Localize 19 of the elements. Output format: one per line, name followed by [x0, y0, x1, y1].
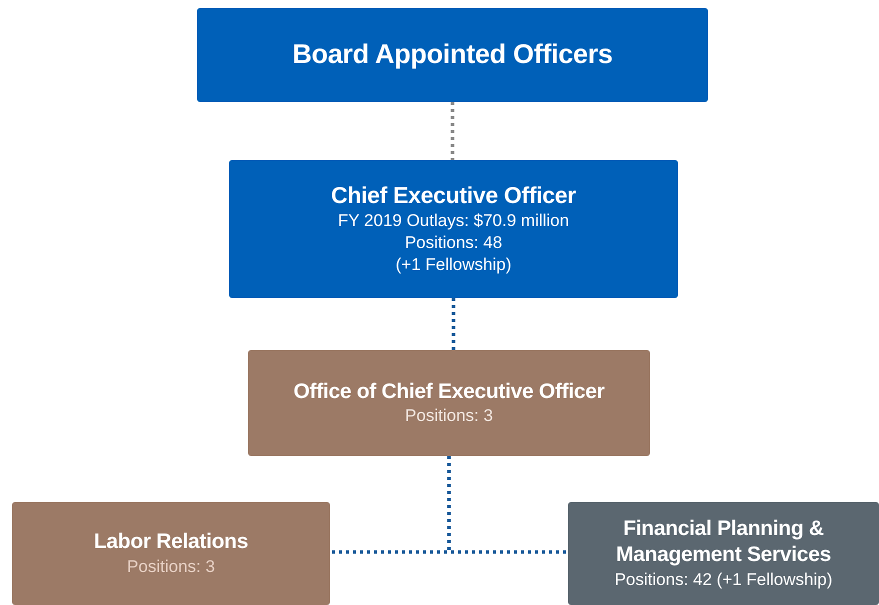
org-box — [197, 8, 708, 102]
org-box — [229, 160, 678, 298]
unit-title: Chief Executive Officer — [331, 181, 576, 210]
dotted-connector — [450, 102, 454, 160]
unit-title: Labor Relations — [94, 529, 248, 556]
org-box — [12, 502, 330, 605]
unit-detail: Positions: 3 — [127, 556, 215, 578]
unit-detail: FY 2019 Outlays: $70.9 million — [338, 210, 570, 232]
unit-detail: (+1 Fellowship) — [396, 254, 512, 276]
unit-title: Office of Chief Executive Officer — [293, 378, 605, 405]
unit-detail: Positions: 3 — [405, 405, 493, 428]
unit-title: Board Appointed Officers — [292, 38, 613, 72]
unit-detail: Positions: 48 — [404, 232, 502, 254]
dotted-connector — [452, 298, 456, 350]
unit-title: Financial Planning & Management Services — [615, 516, 832, 568]
unit-detail: Positions: 42 (+1 Fellowship) — [614, 568, 832, 591]
org-box — [568, 502, 879, 605]
org-box — [248, 350, 650, 456]
dotted-connector — [447, 456, 568, 554]
